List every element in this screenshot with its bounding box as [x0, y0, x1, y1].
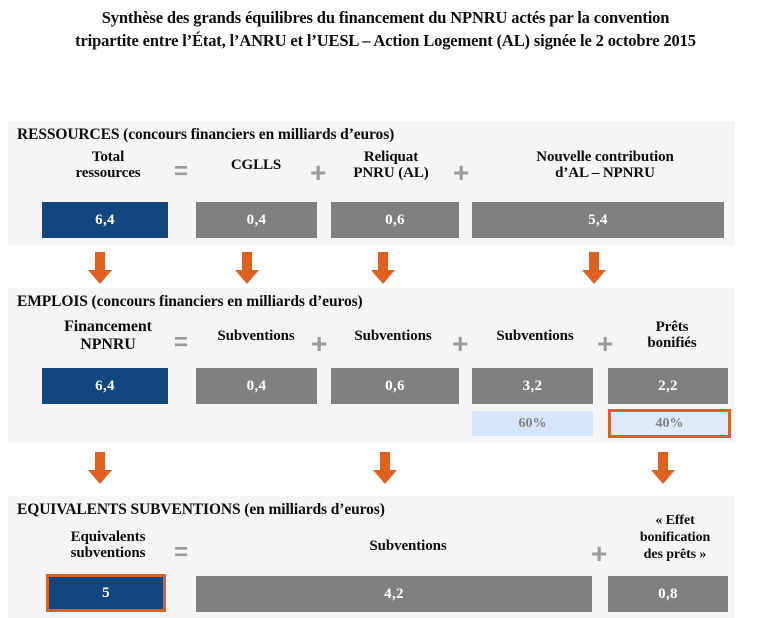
down-arrow-6: [372, 452, 398, 484]
operator-plus-ressources-1: +: [310, 157, 327, 188]
section-emplois: EMPLOIS (concours financiers en milliard…: [8, 288, 735, 443]
section-ressources-title: RESSOURCES (concours financiers en milli…: [17, 126, 395, 143]
col-head-subventions-2: Subventions: [354, 328, 432, 344]
bar-emplois-subventions-3: 3,2: [472, 368, 593, 404]
down-arrow-2: [234, 252, 260, 284]
col-head-equivalents-subventions: Equivalents subventions: [70, 529, 146, 561]
bar-equivalents-subventions-total: 5: [46, 574, 166, 612]
operator-plus-emplois-1: +: [311, 328, 328, 359]
col-head-effet-bonification: « Effet bonification des prêts »: [639, 513, 711, 562]
page-title: Synthèse des grands équilibres du financ…: [0, 6, 771, 52]
chip-percent-prets-bonifies: 40%: [608, 409, 731, 438]
bar-ressources-total: 6,4: [42, 202, 168, 238]
section-ressources: RESSOURCES (concours financiers en milli…: [8, 121, 735, 245]
down-arrow-7: [650, 452, 676, 484]
operator-equals-equivalents: =: [174, 539, 189, 566]
operator-plus-emplois-3: +: [597, 328, 614, 359]
section-equivalents-title: EQUIVALENTS SUBVENTIONS (en milliards d’…: [17, 501, 385, 518]
page-title-line-1: Synthèse des grands équilibres du financ…: [101, 8, 670, 27]
operator-equals-ressources: =: [174, 158, 189, 185]
col-head-financement-npnru: Financement NPNRU: [64, 318, 152, 353]
chip-percent-subventions: 60%: [472, 411, 593, 436]
col-head-reliquat-pnru: Reliquat PNRU (AL): [353, 149, 429, 181]
bar-ressources-reliquat: 0,6: [331, 202, 459, 238]
operator-plus-ressources-2: +: [453, 157, 470, 188]
bar-ressources-cglls: 0,4: [196, 202, 317, 238]
down-arrow-1: [87, 252, 113, 284]
bar-ressources-nouvelle-contribution: 5,4: [472, 202, 724, 238]
bar-emplois-subventions-2: 0,6: [331, 368, 459, 404]
operator-equals-emplois: =: [174, 329, 189, 356]
down-arrow-3: [370, 252, 396, 284]
section-equivalents-subventions: EQUIVALENTS SUBVENTIONS (en milliards d’…: [8, 496, 735, 618]
col-head-total-ressources: Total ressources: [75, 149, 141, 181]
operator-plus-emplois-2: +: [452, 328, 469, 359]
operator-plus-equivalents: +: [591, 538, 608, 569]
col-head-equivalents-subventions-mid: Subventions: [369, 538, 447, 554]
bar-emplois-financement-npnru: 6,4: [42, 368, 168, 404]
page-title-line-2: tripartite entre l’État, l’ANRU et l’UES…: [75, 31, 696, 50]
section-emplois-title: EMPLOIS (concours financiers en milliard…: [17, 293, 363, 310]
bar-equivalents-effet-bonification: 0,8: [608, 576, 728, 612]
col-head-prets-bonifies: Prêts bonifiés: [647, 319, 697, 351]
bar-emplois-subventions-1: 0,4: [196, 368, 317, 404]
down-arrow-4: [581, 252, 607, 284]
col-head-nouvelle-contribution-al: Nouvelle contribution d’AL – NPNRU: [536, 149, 674, 181]
down-arrow-5: [87, 452, 113, 484]
bar-emplois-prets-bonifies: 2,2: [608, 368, 728, 404]
col-head-subventions-1: Subventions: [217, 328, 295, 344]
col-head-subventions-3: Subventions: [496, 328, 574, 344]
col-head-cglls: CGLLS: [230, 157, 282, 173]
bar-equivalents-subventions: 4,2: [196, 576, 592, 612]
